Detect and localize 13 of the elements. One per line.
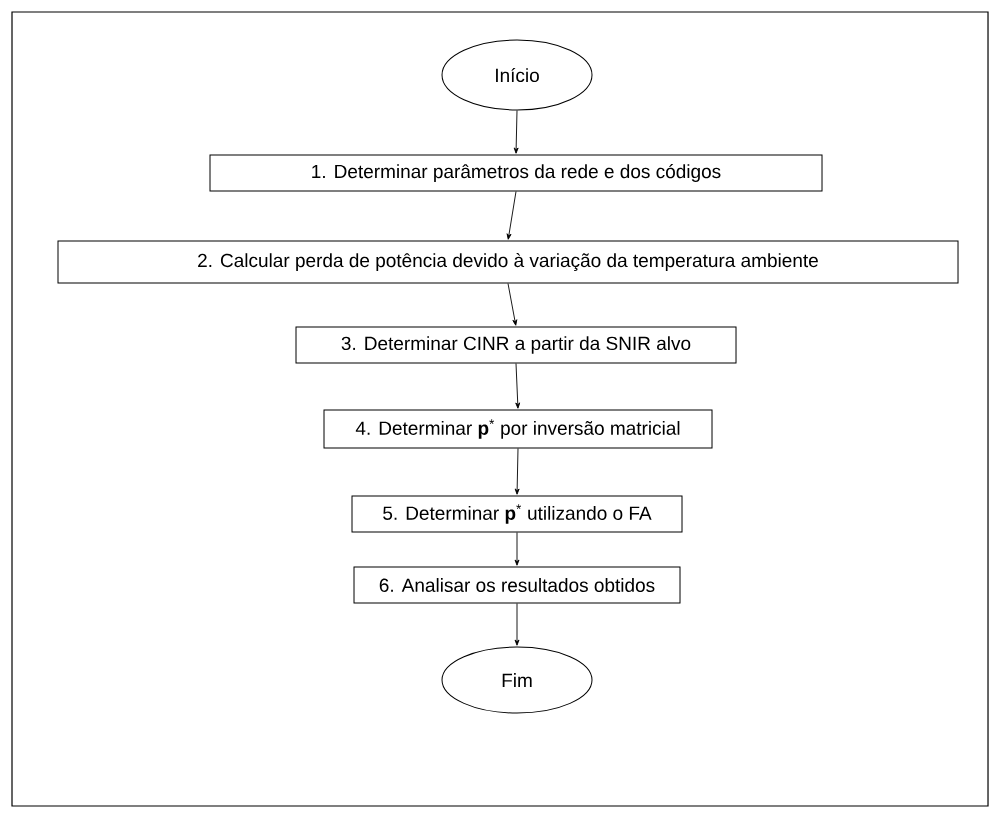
arrow: [515, 363, 521, 409]
process-box: 3. Determinar CINR a partir da SNIR alvo: [295, 326, 737, 364]
process-box: 4. Determinar p$^{*}$ por inversão matricial: [323, 409, 713, 449]
arrow: [513, 110, 519, 154]
process-box: 6. Analisar os resultados obtidos: [353, 566, 681, 604]
arrow: [506, 191, 517, 240]
process-box: 5. Determinar p$^{*}$ utilizando o FA: [351, 495, 683, 533]
arrow: [514, 532, 520, 566]
process-box: 1. Determinar parâmetros da rede e dos códigos: [209, 154, 823, 192]
arrow: [514, 603, 520, 646]
process-box: 2. Calcular perda de potência devido à variação da temperatura ambiente: [57, 240, 959, 284]
arrow: [507, 283, 518, 326]
arrow: [514, 448, 520, 495]
